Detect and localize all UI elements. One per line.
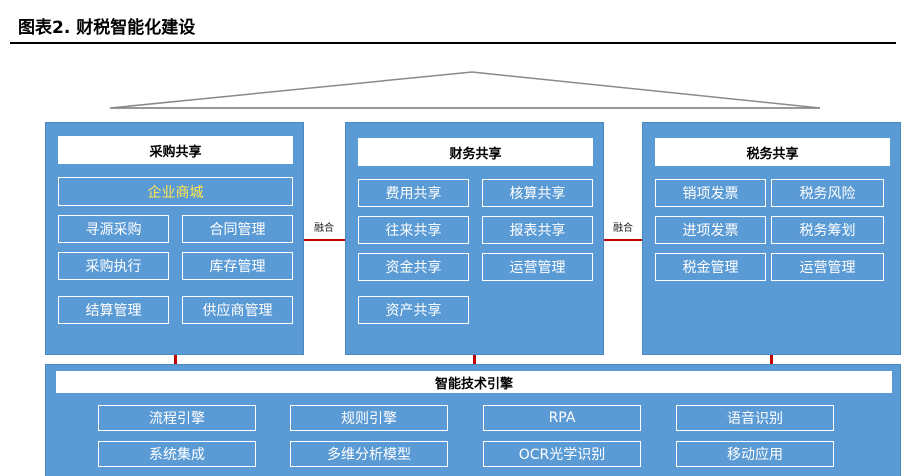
engine-item-rules: 规则引擎 (290, 405, 448, 431)
connector-tax-engine (770, 355, 773, 364)
finance-item-report: 报表共享 (482, 216, 593, 244)
finance-item-fund: 资金共享 (358, 253, 469, 281)
figure-title: 图表2. 财税智能化建设 (18, 18, 196, 38)
tax-item-operation: 运营管理 (771, 253, 884, 281)
finance-item-accounting: 核算共享 (482, 179, 593, 207)
procurement-item-sourcing: 寻源采购 (58, 215, 169, 243)
link-label-2: 融合 (613, 223, 633, 234)
engine-item-speech: 语音识别 (676, 405, 834, 431)
procurement-item-contract: 合同管理 (182, 215, 293, 243)
procurement-item-inventory: 库存管理 (182, 252, 293, 280)
procurement-item-supplier: 供应商管理 (182, 296, 293, 324)
engine-item-analysis: 多维分析模型 (290, 441, 448, 467)
connector-procurement-engine (174, 355, 177, 364)
panel-procurement: 采购共享 企业商城 寻源采购 合同管理 采购执行 库存管理 结算管理 供应商管理 (45, 122, 304, 355)
tax-item-input-invoice: 进项发票 (655, 216, 766, 244)
engine-item-ocr: OCR光学识别 (483, 441, 641, 467)
tax-item-output-invoice: 销项发票 (655, 179, 766, 207)
title-rule (10, 42, 896, 44)
engine-item-rpa: RPA (483, 405, 641, 431)
engine-title: 智能技术引擎 (56, 371, 892, 393)
engine-item-integration: 系统集成 (98, 441, 256, 467)
panel-procurement-title: 采购共享 (58, 136, 293, 164)
tax-item-planning: 税务筹划 (771, 216, 884, 244)
roof-triangle (109, 71, 821, 109)
procurement-item-mall: 企业商城 (58, 177, 293, 206)
panel-finance: 财务共享 费用共享 核算共享 往来共享 报表共享 资金共享 运营管理 资产共享 (345, 122, 604, 355)
tax-item-tax-management: 税金管理 (655, 253, 766, 281)
panel-tax-title: 税务共享 (655, 138, 890, 166)
connector-procurement-finance (304, 239, 345, 241)
finance-item-asset: 资产共享 (358, 296, 469, 324)
finance-item-expense: 费用共享 (358, 179, 469, 207)
panel-tax: 税务共享 销项发票 税务风险 进项发票 税务筹划 税金管理 运营管理 (642, 122, 901, 355)
panel-finance-title: 财务共享 (358, 138, 593, 166)
connector-finance-engine (473, 355, 476, 364)
tax-item-risk: 税务风险 (771, 179, 884, 207)
procurement-item-execution: 采购执行 (58, 252, 169, 280)
finance-item-receivable: 往来共享 (358, 216, 469, 244)
finance-item-operation: 运营管理 (482, 253, 593, 281)
link-label-1: 融合 (314, 223, 334, 234)
engine-item-process: 流程引擎 (98, 405, 256, 431)
roof-outline (109, 71, 821, 109)
panel-engine: 智能技术引擎 流程引擎 规则引擎 RPA 语音识别 系统集成 多维分析模型 OC… (45, 364, 901, 476)
connector-finance-tax (604, 239, 642, 241)
procurement-item-settlement: 结算管理 (58, 296, 169, 324)
engine-item-mobile: 移动应用 (676, 441, 834, 467)
